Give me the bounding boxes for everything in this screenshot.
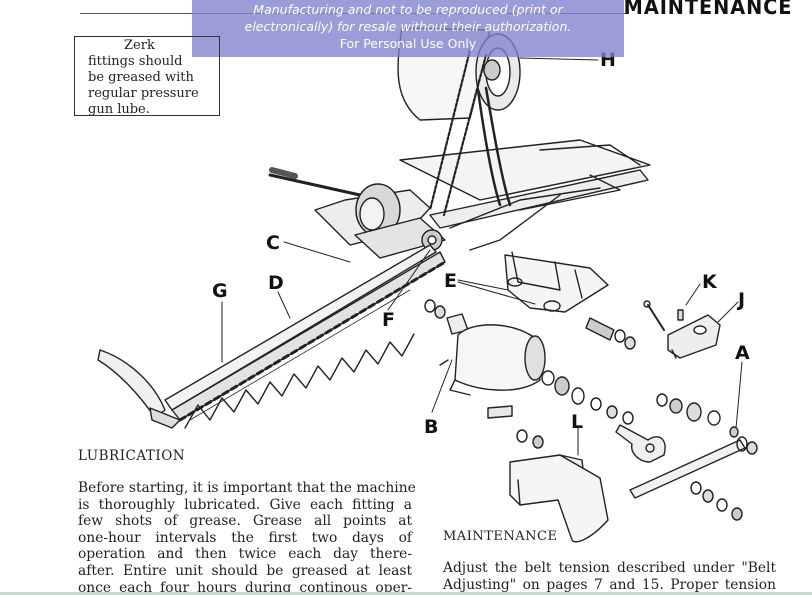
drive-chain	[428, 48, 512, 217]
paragraph-line: one-hour intervals the first two days of	[78, 529, 412, 546]
maintenance-heading: MAINTENANCE	[443, 529, 558, 544]
callout-a: A	[735, 342, 750, 364]
leader-lines	[221, 57, 743, 456]
callout-d: D	[268, 272, 284, 294]
crank-arm	[615, 424, 666, 463]
watermark-line: electronically) for resale without their…	[244, 19, 572, 34]
skid-shoe	[509, 454, 609, 543]
callout-f: F	[382, 309, 395, 331]
note-line: fittings should	[88, 54, 183, 69]
part-k-pin	[643, 300, 684, 331]
part-b-housing	[439, 324, 546, 396]
part-j-clevis	[667, 314, 721, 359]
callout-b: B	[424, 416, 438, 438]
note-line: Zerk	[124, 38, 155, 53]
paragraph-line: operation and then twice each day there-	[78, 546, 412, 563]
page-title: MAINTENANCE	[623, 0, 792, 19]
zerk-fitting-note: Zerk fittings should be greased with reg…	[74, 36, 220, 117]
part-a-shaft	[629, 426, 758, 499]
paragraph-line: few shots of grease. Grease all points a…	[78, 513, 412, 530]
bearing-stack	[541, 370, 721, 426]
paragraph-line: is thoroughly lubricated. Give each fitt…	[78, 496, 412, 513]
gearbox	[268, 167, 446, 259]
watermark-line: Manufacturing and not to be reproduced (…	[253, 2, 563, 17]
callout-j: J	[736, 289, 745, 311]
note-line: gun lube.	[88, 102, 150, 117]
callout-l: L	[571, 411, 583, 433]
callout-k: K	[702, 271, 718, 293]
mower-frame	[399, 139, 651, 251]
paragraph-line: Before starting, it is important that th…	[78, 480, 416, 496]
part-e-hardware	[424, 299, 636, 350]
callout-c: C	[266, 232, 280, 254]
cutter-bar	[97, 244, 447, 429]
callout-g: G	[212, 280, 228, 302]
paragraph-line: Adjusting" on pages 7 and 15. Proper ten…	[443, 576, 776, 593]
watermark-line: For Personal Use Only	[339, 36, 477, 51]
watermark-banner: Manufacturing and not to be reproduced (…	[192, 0, 624, 57]
maintenance-paragraph: Adjust the belt tension described under …	[443, 560, 776, 593]
lower-washers	[690, 481, 743, 521]
page-bottom-edge	[0, 592, 812, 595]
note-line: be greased with	[88, 70, 194, 85]
paragraph-line: after. Entire unit should be greased at …	[78, 562, 412, 579]
note-line: regular pressure	[88, 86, 199, 101]
part-e-bracket	[504, 251, 609, 313]
paragraph-line: once each four hours during continous op…	[78, 579, 412, 595]
paragraph-line: Adjust the belt tension described under …	[443, 560, 776, 576]
lubrication-heading: LUBRICATION	[78, 448, 186, 464]
callout-e: E	[444, 270, 457, 292]
lubrication-paragraph: Before starting, it is important that th…	[78, 480, 416, 595]
